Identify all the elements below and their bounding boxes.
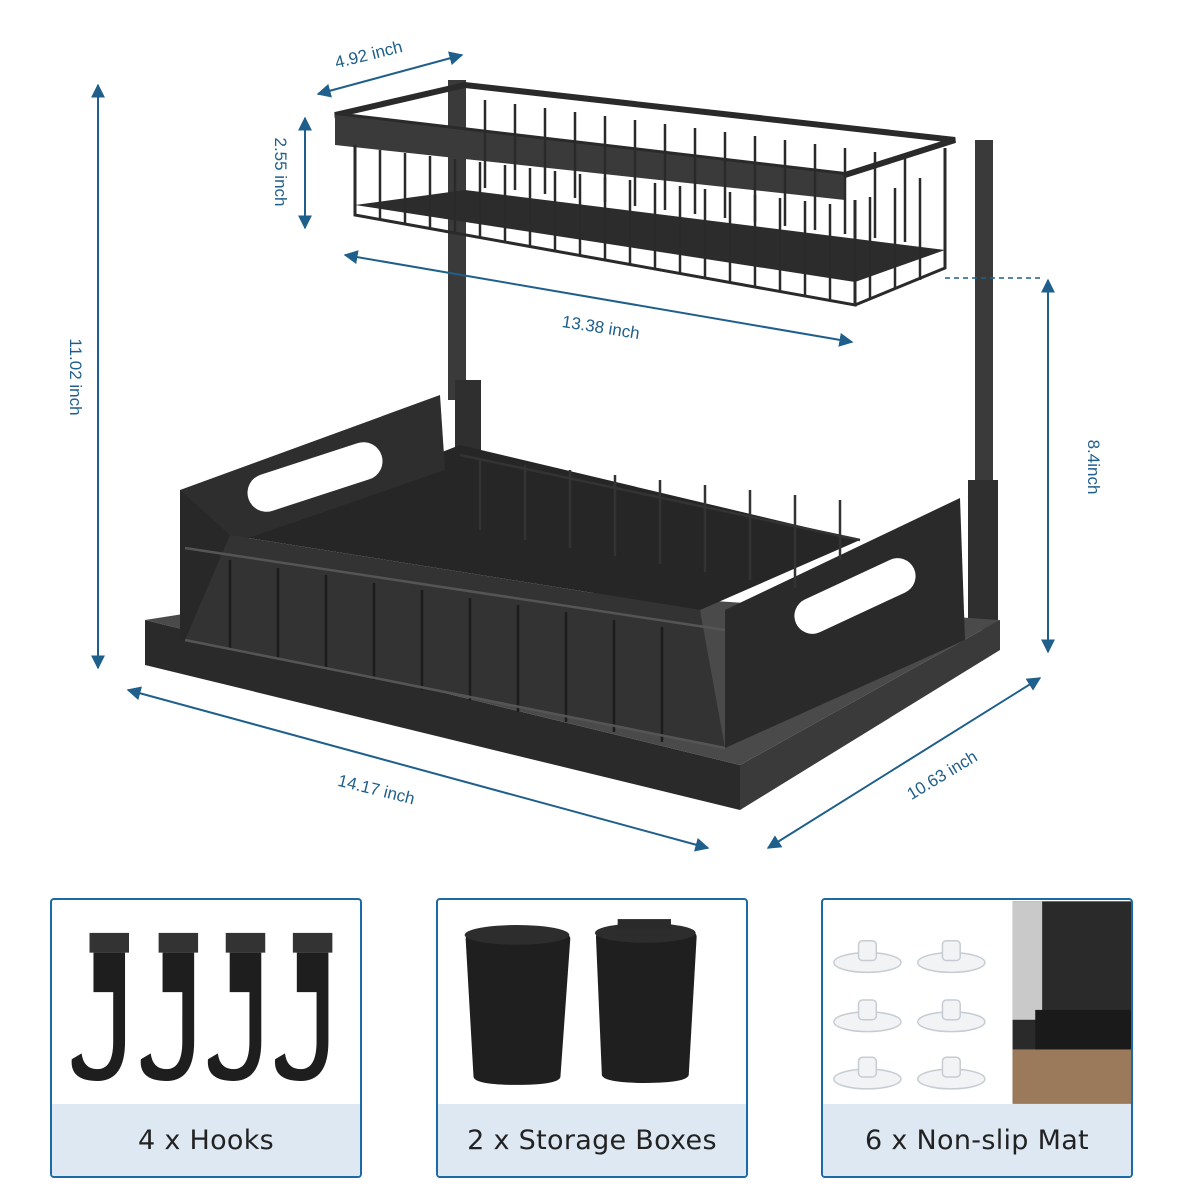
non-slip-mat-image	[833, 901, 1131, 1104]
accessory-label-storage-boxes: 2 x Storage Boxes	[438, 1104, 746, 1176]
storage-boxes-image	[464, 919, 697, 1085]
accessory-card-hooks: 4 x Hooks	[50, 898, 362, 1178]
dim-top-width-label: 13.38 inch	[561, 312, 641, 343]
rack-illustration: 4.92 inch 2.55 inch 13.38 inch 11.02 inc…	[66, 37, 1103, 852]
top-basket	[334, 81, 956, 307]
dim-top-height-label: 2.55 inch	[271, 138, 290, 207]
dimension-lines	[91, 51, 1055, 852]
accessory-card-non-slip-mat: 6 x Non-slip Mat	[821, 898, 1133, 1178]
accessory-label-non-slip-mat: 6 x Non-slip Mat	[823, 1104, 1131, 1176]
dim-base-width-label: 14.17 inch	[336, 771, 417, 808]
dim-top-depth-label: 4.92 inch	[333, 37, 405, 72]
dim-lower-height-label: 8.4inch	[1084, 440, 1103, 495]
accessory-card-storage-boxes: 2 x Storage Boxes	[436, 898, 748, 1178]
hooks-image	[71, 932, 333, 1081]
accessory-label-hooks: 4 x Hooks	[52, 1104, 360, 1176]
dim-total-height-label: 11.02 inch	[66, 338, 85, 415]
